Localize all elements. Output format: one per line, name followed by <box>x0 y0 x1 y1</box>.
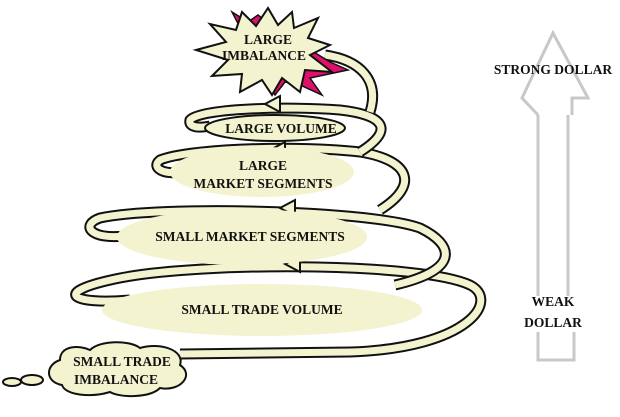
small-market-segments-ellipse <box>117 209 367 265</box>
strong-dollar-label: STRONG DOLLAR <box>494 62 612 77</box>
small-trade-volume-ellipse <box>102 284 422 336</box>
small-trade-volume-label: SMALL TRADE VOLUME <box>181 302 342 317</box>
large-market-segments-label-line1: LARGE <box>239 158 287 173</box>
large-imbalance-label-line1: LARGE <box>244 32 292 47</box>
large-market-segments-label-line2: MARKET SEGMENTS <box>194 176 333 191</box>
large-imbalance-starburst <box>192 6 351 97</box>
large-imbalance-label-line2: IMBALANCE <box>222 48 306 63</box>
small-trade-imbalance-cloud <box>2 341 188 398</box>
large-market-segments-ellipse <box>170 147 354 197</box>
weak-dollar-label-line2: DOLLAR <box>524 315 582 330</box>
small-market-segments-label: SMALL MARKET SEGMENTS <box>155 229 345 244</box>
dollar-strength-arrow <box>520 29 591 362</box>
large-volume-label: LARGE VOLUME <box>225 121 337 136</box>
small-trade-imbalance-label-line1: SMALL TRADE <box>73 354 171 369</box>
large-volume-ellipse <box>204 114 346 142</box>
small-trade-imbalance-label-line2: IMBALANCE <box>74 372 158 387</box>
weak-dollar-label-line1: WEAK <box>532 294 575 309</box>
